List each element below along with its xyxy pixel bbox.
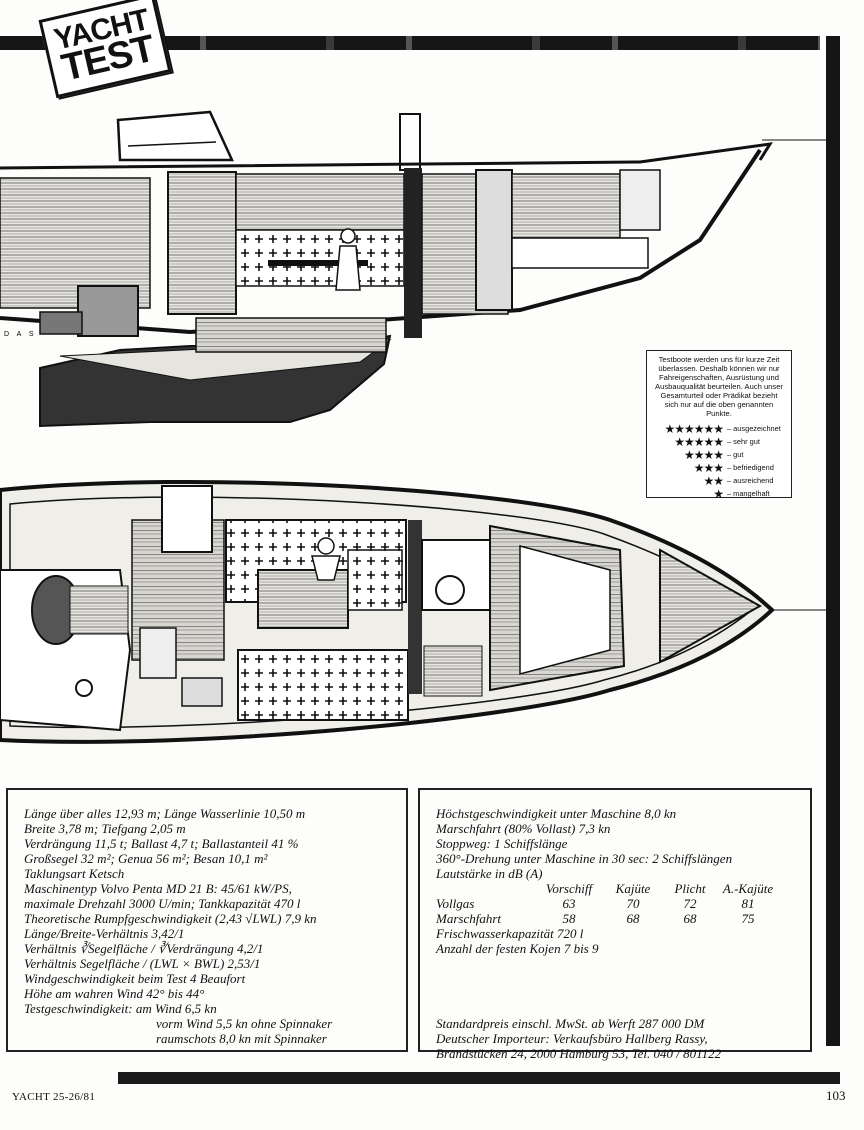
rating-row: ★★ – ausreichend [653, 473, 785, 488]
rating-legend-box: Testboote werden uns für kurze Zeit über… [646, 350, 792, 501]
table-cell: 75 [741, 911, 755, 926]
table-header-cell: Vorschiff [545, 881, 593, 896]
table-cell: 68 [626, 911, 640, 926]
spec-line: Verhältnis ∛Segelfläche / ∛Verdrängung 4… [24, 941, 264, 956]
specs-left-box: Länge über alles 12,93 m; Länge Wasserli… [6, 788, 408, 1052]
table-cell: 63 [562, 896, 576, 911]
rating-row: ★★★★★★ – ausgezeichnet [653, 421, 785, 436]
issue-label: YACHT 25-26/81 [12, 1091, 96, 1103]
stars-icon: ★★★ [693, 460, 724, 475]
rating-label: – mangelhaft [727, 489, 770, 498]
spec-line: raumschots 8,0 kn mit Spinnaker [156, 1031, 327, 1046]
rating-label: – ausgezeichnet [727, 424, 781, 433]
spec-line: Deutscher Importeur: Verkaufsbüro Hallbe… [436, 1031, 708, 1046]
rating-note: Testboote werden uns für kurze Zeit über… [655, 355, 783, 418]
table-header-cell: Kajüte [615, 881, 651, 896]
table-cell: 81 [741, 896, 755, 911]
spec-line: maximale Drehzahl 3000 U/min; Tankkapazi… [24, 896, 301, 911]
side-section: D A S [0, 110, 826, 428]
spec-line: Lautstärke in dB (A) [436, 866, 543, 881]
spec-line: Stoppweg: 1 Schiffslänge [436, 836, 568, 851]
spec-line: Theoretische Rumpfgeschwindigkeit (2,43 … [24, 911, 317, 926]
spec-line: Anzahl der festen Kojen 7 bis 9 [436, 941, 599, 956]
spec-line: Marschfahrt (80% Vollast) 7,3 kn [436, 821, 611, 836]
hull-marking: D A S [4, 331, 37, 338]
table-cell: 58 [562, 911, 576, 926]
stars-icon: ★★★★ [683, 447, 724, 462]
table-cell: 72 [683, 896, 697, 911]
bottom-border-bar [118, 1072, 840, 1084]
table-header-cell: Plicht [674, 881, 706, 896]
plan-view [0, 479, 826, 744]
table-cell: 70 [626, 896, 640, 911]
table-cell: 68 [683, 911, 697, 926]
table-row-label: Vollgas [436, 896, 475, 911]
stars-icon: ★★ [703, 473, 723, 488]
spec-line: 360°-Drehung unter Maschine in 30 sec: 2… [436, 851, 733, 866]
spec-line: vorm Wind 5,5 kn ohne Spinnaker [156, 1016, 333, 1031]
spec-line: Breite 3,78 m; Tiefgang 2,05 m [24, 821, 186, 836]
rating-label: – gut [727, 450, 744, 459]
spec-line: Testgeschwindigkeit: am Wind 6,5 kn [24, 1001, 217, 1016]
spec-line: Windgeschwindigkeit beim Test 4 Beaufort [24, 971, 246, 986]
table-header-cell [436, 881, 534, 896]
spec-line: Länge/Breite-Verhältnis 3,42/1 [24, 926, 185, 941]
spec-line: Brandstücken 24, 2000 Hamburg 53, Tel. 0… [436, 1046, 722, 1061]
boat-drawing: D A S [0, 50, 826, 772]
spec-line: Länge über alles 12,93 m; Länge Wasserli… [24, 806, 306, 821]
spec-line: Verhältnis Segelfläche / (LWL × BWL) 2,5… [24, 956, 261, 971]
spec-line: Höchstgeschwindigkeit unter Maschine 8,0… [436, 806, 677, 821]
rating-row: ★★★★★ – sehr gut [653, 434, 785, 449]
top-border-bar [0, 36, 820, 50]
spec-line: Frischwasserkapazität 720 l [436, 926, 584, 941]
rating-label: – sehr gut [727, 437, 760, 446]
spec-line: Maschinentyp Volvo Penta MD 21 B: 45/61 … [24, 881, 292, 896]
stars-icon: ★★★★★★ [664, 421, 724, 436]
spacer [436, 956, 802, 1016]
stars-icon: ★ [713, 486, 724, 501]
boat-drawing-svg: D A S [0, 110, 826, 744]
spec-line: Verdrängung 11,5 t; Ballast 4,7 t; Balla… [24, 836, 299, 851]
spec-line: Taklungsart Ketsch [24, 866, 125, 881]
stars-icon: ★★★★★ [674, 434, 724, 449]
spec-line: Höhe am wahren Wind 42° bis 44° [24, 986, 205, 1001]
rating-row: ★ – mangelhaft [653, 486, 785, 501]
page-number: 103 [826, 1088, 846, 1103]
rating-row: ★★★★ – gut [653, 447, 785, 462]
rating-label: – befriedigend [727, 463, 774, 472]
specs-right-box: Höchstgeschwindigkeit unter Maschine 8,0… [418, 788, 812, 1061]
right-border-bar [826, 36, 840, 1046]
spec-line: Standardpreis einschl. MwSt. ab Werft 28… [436, 1016, 705, 1031]
noise-table: Vorschiff Kajüte Plicht A.-Kajüte Vollga… [436, 881, 802, 926]
rating-row: ★★★ – befriedigend [653, 460, 785, 475]
table-header-cell: A.-Kajüte [722, 881, 774, 896]
table-row-label: Marschfahrt [436, 911, 501, 926]
spec-line: Großsegel 32 m²; Genua 56 m²; Besan 10,1… [24, 851, 268, 866]
rating-label: – ausreichend [727, 476, 774, 485]
